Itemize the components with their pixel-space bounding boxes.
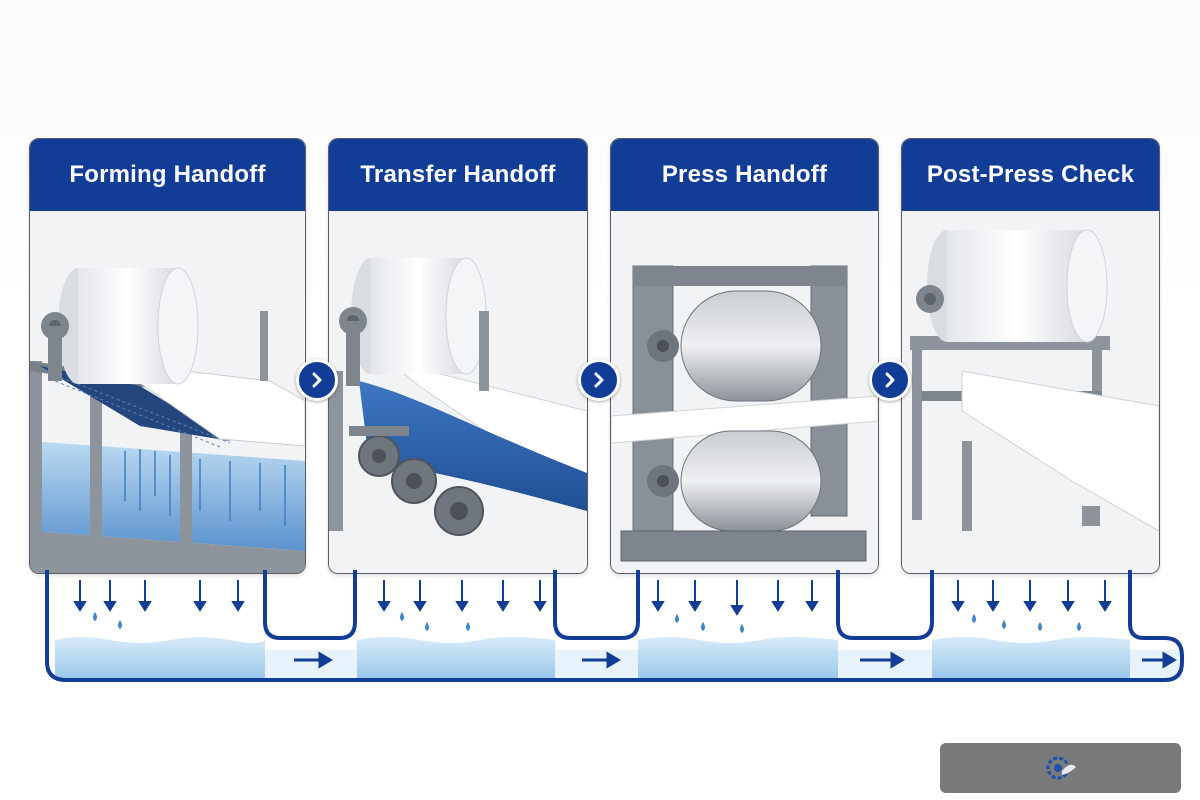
panel-transfer-handoff: Transfer Handoff (328, 138, 588, 574)
logo-bar (940, 743, 1181, 793)
chevron-right-icon (594, 372, 604, 388)
gear-logo-icon (1046, 756, 1076, 780)
press-machine-illustration (611, 211, 878, 573)
channel-outline (45, 570, 1184, 682)
panel-forming-handoff: Forming Handoff (29, 138, 306, 574)
down-arrows (73, 580, 1112, 616)
post-press-machine-illustration (902, 211, 1159, 573)
panel-title: Transfer Handoff (329, 139, 587, 211)
transfer-machine-illustration (329, 211, 587, 573)
panel-title: Forming Handoff (30, 139, 305, 211)
panel-title: Post-Press Check (902, 139, 1159, 211)
forming-machine-illustration (30, 211, 305, 573)
panel-press-handoff: Press Handoff (610, 138, 879, 574)
arrow-right-icons (294, 651, 1177, 669)
connector-3-4 (869, 359, 911, 401)
connector-1-2 (296, 359, 338, 401)
chevron-right-icon (312, 372, 322, 388)
water-drop-icons (93, 612, 1081, 633)
water-pools (55, 637, 1182, 678)
panel-post-press-check: Post-Press Check (901, 138, 1160, 574)
drainage-channel (0, 570, 1200, 690)
connector-2-3 (578, 359, 620, 401)
panel-title: Press Handoff (611, 139, 878, 211)
chevron-right-icon (885, 372, 895, 388)
